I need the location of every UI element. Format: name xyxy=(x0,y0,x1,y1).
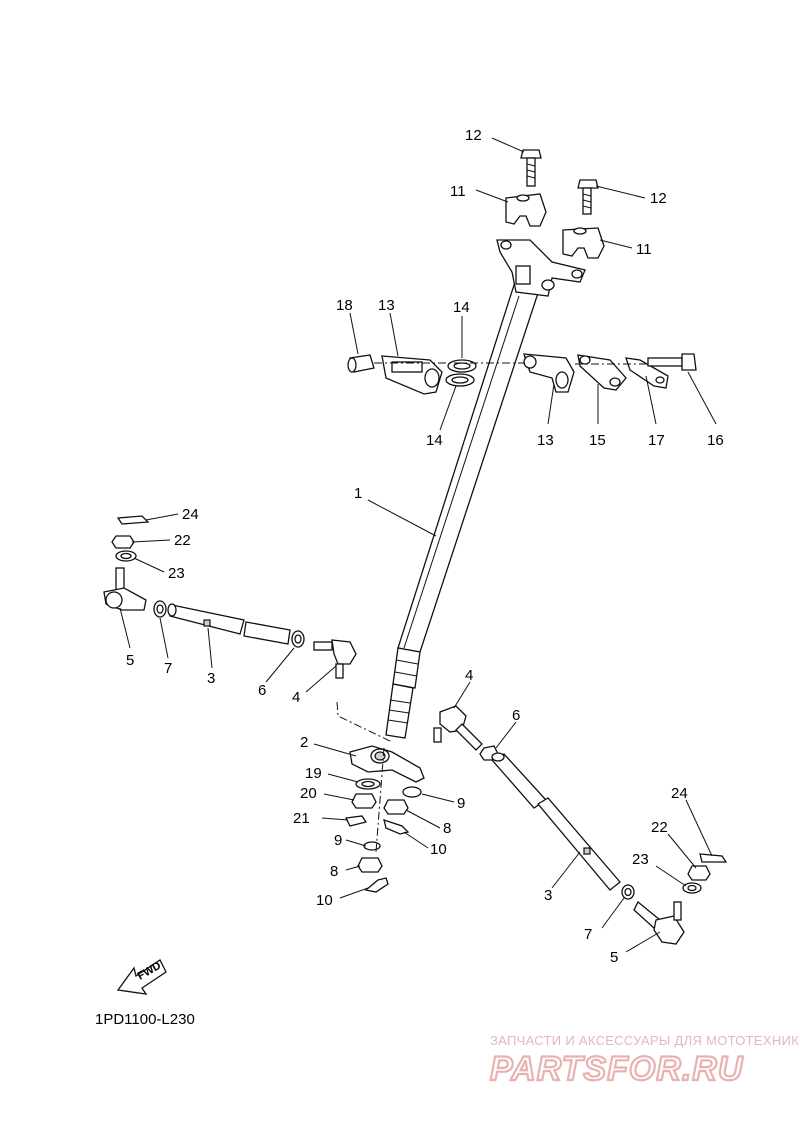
callout-23: 23 xyxy=(168,565,185,582)
callout-24: 24 xyxy=(182,506,199,523)
pitman-arm xyxy=(349,745,425,783)
callout-11: 11 xyxy=(450,183,466,200)
lock-washer xyxy=(625,357,669,389)
left-nut xyxy=(291,630,305,648)
bushing-right xyxy=(523,353,575,393)
long-bolt xyxy=(647,353,697,371)
collar xyxy=(347,354,375,373)
callout-21: 21 xyxy=(293,810,310,827)
watermark-line: ЗАПЧАСТИ И АКСЕССУАРЫ ДЛЯ МОТОТЕХНИКИ xyxy=(490,1033,800,1048)
leader-lines xyxy=(119,137,717,953)
callout-22: 22 xyxy=(651,819,668,836)
callout-24: 24 xyxy=(671,785,688,802)
right-locknut xyxy=(621,884,635,900)
callout-2: 2 xyxy=(300,734,308,751)
bolt-right xyxy=(577,179,599,215)
bushing-holder xyxy=(577,354,627,391)
callout-3: 3 xyxy=(544,887,552,904)
left-tie-rod-end-inner xyxy=(313,639,357,679)
callout-19: 19 xyxy=(305,765,322,782)
callout-20: 20 xyxy=(300,785,317,802)
bushing-left xyxy=(381,355,443,395)
callout-labels: 12 11 12 11 18 13 14 14 13 15 17 16 1 24… xyxy=(126,127,724,966)
diagram-code: 1PD1100-L230 xyxy=(95,1011,195,1028)
callout-4: 4 xyxy=(465,667,473,684)
callout-18: 18 xyxy=(336,297,353,314)
callout-5: 5 xyxy=(610,949,618,966)
callout-8: 8 xyxy=(330,863,338,880)
callout-22: 22 xyxy=(174,532,191,549)
callout-6: 6 xyxy=(258,682,266,699)
callout-5: 5 xyxy=(126,652,134,669)
steering-shaft xyxy=(385,239,586,739)
bolt-left xyxy=(520,149,542,187)
callout-15: 15 xyxy=(589,432,606,449)
callout-9: 9 xyxy=(334,832,342,849)
right-tie-rod-end-inner xyxy=(433,705,483,751)
callout-7: 7 xyxy=(164,660,172,677)
callout-16: 16 xyxy=(707,432,724,449)
left-tie-rod-end-outer xyxy=(103,567,147,611)
watermark-logo: PARTSFOR.RU xyxy=(490,1050,744,1088)
callout-7: 7 xyxy=(584,926,592,943)
left-locknut xyxy=(153,600,167,618)
callout-23: 23 xyxy=(632,851,649,868)
callout-14: 14 xyxy=(453,299,470,316)
callout-14: 14 xyxy=(426,432,443,449)
left-tie-rod xyxy=(167,603,291,645)
callout-17: 17 xyxy=(648,432,665,449)
fwd-arrow-icon: FWD xyxy=(116,959,167,995)
upper-holder-right xyxy=(562,227,605,259)
callout-8: 8 xyxy=(443,820,451,837)
callout-10: 10 xyxy=(430,841,447,858)
callout-12: 12 xyxy=(465,127,482,144)
callout-1: 1 xyxy=(354,485,362,502)
callout-11: 11 xyxy=(636,241,652,258)
callout-13: 13 xyxy=(537,432,554,449)
callout-13: 13 xyxy=(378,297,395,314)
callout-6: 6 xyxy=(512,707,520,724)
right-tie-rod xyxy=(490,752,621,891)
callout-10: 10 xyxy=(316,892,333,909)
callout-12: 12 xyxy=(650,190,667,207)
seals xyxy=(445,359,477,387)
callout-3: 3 xyxy=(207,670,215,687)
callout-4: 4 xyxy=(292,689,300,706)
lower-hardware xyxy=(345,778,422,893)
right-tie-rod-hardware xyxy=(682,853,728,894)
left-tie-rod-hardware xyxy=(111,515,150,562)
upper-holder-left xyxy=(505,193,547,227)
right-tie-rod-end-outer xyxy=(633,900,685,945)
callout-9: 9 xyxy=(457,795,465,812)
